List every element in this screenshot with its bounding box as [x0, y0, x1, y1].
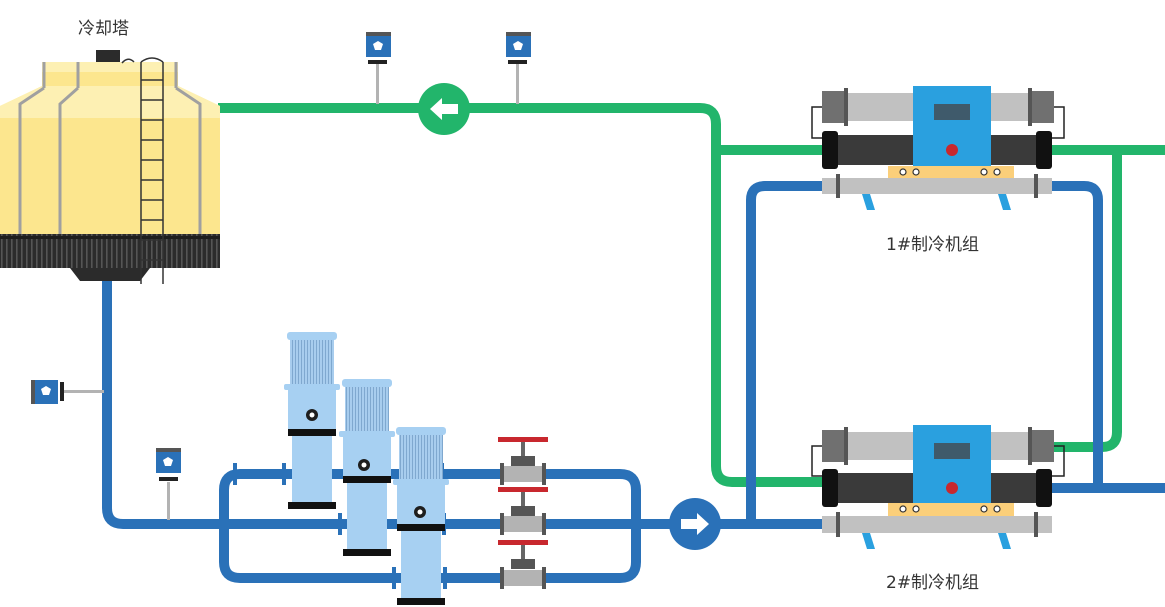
flow-arrow-icon-green: [418, 83, 470, 135]
valve-icon-1: [498, 437, 548, 485]
cooling-tower: [0, 50, 220, 284]
cooling-tower-label: 冷却塔: [78, 19, 129, 39]
pump-1: [284, 332, 340, 509]
green-pipe-right-riser: [1050, 150, 1122, 452]
sensor-icon-pump-inlet: [156, 448, 181, 520]
chiller-indicator: [946, 482, 958, 494]
chiller-1-label: 1#制冷机组: [886, 235, 980, 255]
chiller-indicator: [946, 144, 958, 156]
valve-icon-2: [498, 487, 548, 535]
flow-arrow-icon-blue: [669, 498, 721, 550]
tower-fill-grille: [0, 234, 220, 268]
tower-ladder: [121, 57, 164, 284]
green-pipe-top: [218, 103, 825, 487]
sensor-icon-top-left: [366, 32, 391, 104]
sensor-icon-side: [31, 380, 104, 404]
valve-icon-3: [498, 540, 548, 589]
chiller-icon-2: [811, 425, 1065, 549]
blue-pipe-tower-down: [102, 270, 230, 529]
pump-2: [339, 379, 395, 556]
chiller-2-label: 2#制冷机组: [886, 573, 980, 593]
tower-basin: [70, 268, 150, 281]
blue-pipe-pump-header: [219, 469, 641, 583]
pump-3: [393, 427, 449, 605]
chiller-icon-1: [811, 86, 1065, 210]
sensor-icon-top-right: [506, 32, 531, 104]
tower-fan-motor: [96, 50, 120, 63]
